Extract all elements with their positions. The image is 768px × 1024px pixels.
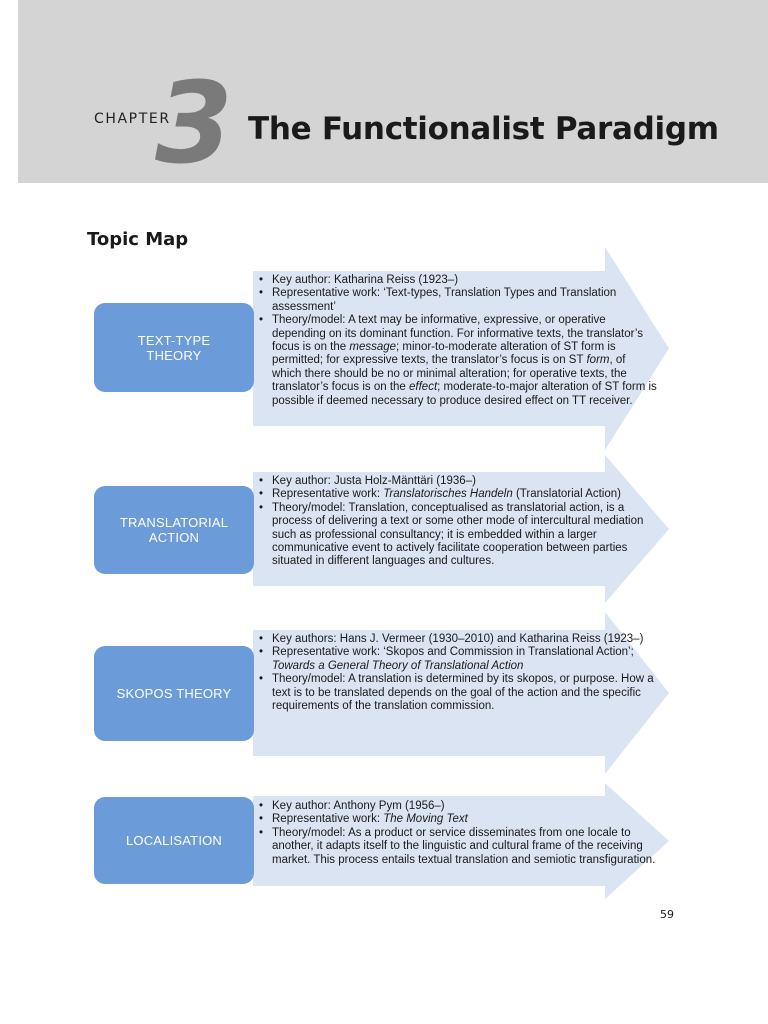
chapter-banner [18, 0, 768, 183]
bullet-item: Representative work: Translatorisches Ha… [258, 488, 658, 502]
topic-box-label: LOCALISATION [125, 833, 223, 848]
chapter-label: CHAPTER [94, 111, 171, 127]
bullet-item: Key author: Anthony Pym (1956–) [258, 800, 658, 814]
bullet-item: Theory/model: A text may be informative,… [258, 314, 658, 408]
topic-box-label: TRANSLATORIAL [119, 515, 229, 530]
bullet-item: Representative work: ‘Skopos and Commiss… [258, 646, 658, 673]
topic-box-label: ACTION [148, 530, 200, 545]
topic-map-heading: Topic Map [87, 229, 189, 250]
topic-box-skopos-theory: SKOPOS THEORY [94, 646, 254, 741]
chapter-title: The Functionalist Paradigm [248, 111, 719, 147]
topic-bullets-2: Key author: Justa Holz-Mänttäri (1936–) … [258, 475, 658, 569]
bullet-item: Key author: Justa Holz-Mänttäri (1936–) [258, 475, 658, 489]
bullet-item: Representative work: ‘Text-types, Transl… [258, 287, 658, 314]
topic-box-label: TEXT-TYPE [137, 332, 211, 348]
bullet-item: Key authors: Hans J. Vermeer (1930–2010)… [258, 633, 658, 647]
topic-box-text-type-theory: TEXT-TYPE THEORY [94, 303, 254, 392]
chapter-number: 3 [155, 59, 233, 189]
topic-box-localisation: LOCALISATION [94, 797, 254, 884]
topic-bullets-1: Key author: Katharina Reiss (1923–) Repr… [258, 274, 658, 408]
bullet-item: Key author: Katharina Reiss (1923–) [258, 274, 658, 288]
topic-bullets-4: Key author: Anthony Pym (1956–) Represen… [258, 800, 658, 867]
bullet-item: Theory/model: A translation is determine… [258, 673, 658, 713]
topic-box-translatorial-action: TRANSLATORIAL ACTION [94, 486, 254, 574]
topic-bullets-3: Key authors: Hans J. Vermeer (1930–2010)… [258, 633, 658, 713]
bullet-item: Representative work: The Moving Text [258, 813, 658, 827]
topic-box-label: SKOPOS THEORY [116, 686, 232, 701]
bullet-item: Theory/model: Translation, conceptualise… [258, 502, 658, 569]
topic-box-label: THEORY [146, 347, 202, 363]
bullet-item: Theory/model: As a product or service di… [258, 827, 658, 867]
page-number: 59 [660, 908, 674, 921]
